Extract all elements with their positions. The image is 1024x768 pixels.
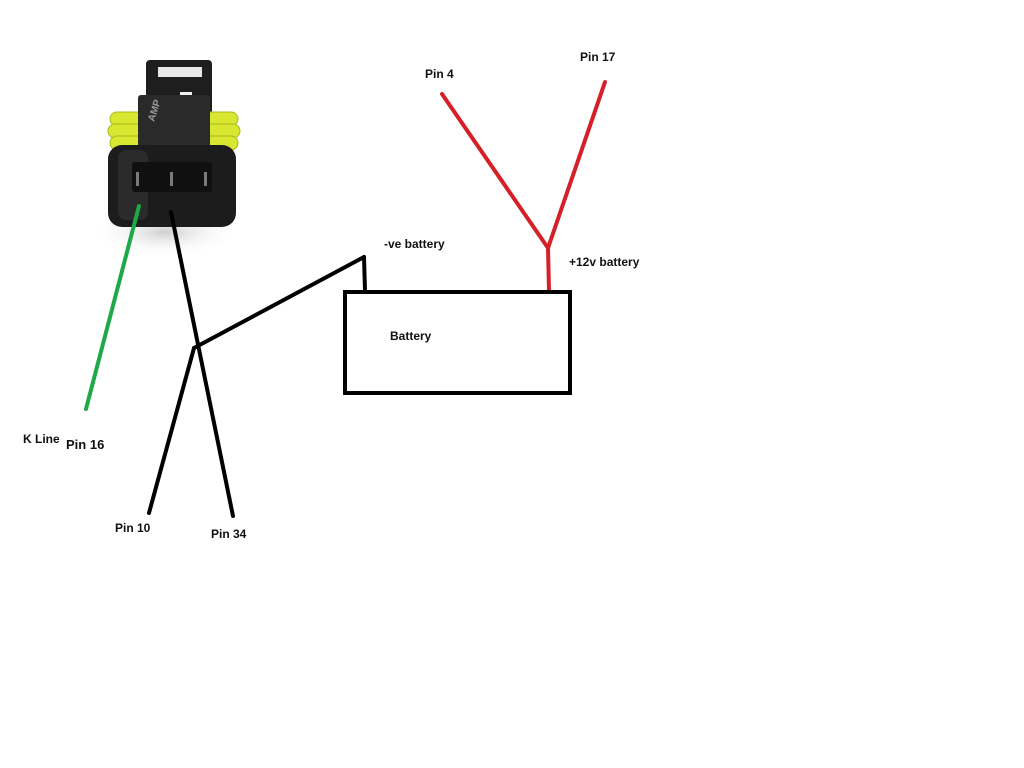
latch-body	[138, 95, 210, 150]
label-pin-10: Pin 10	[115, 521, 151, 535]
label-negative-battery: -ve battery	[384, 237, 445, 251]
battery-box	[343, 290, 572, 395]
label-k-line: K Line	[23, 432, 60, 446]
connector-pin-holes	[136, 172, 207, 186]
label-battery: Battery	[390, 329, 432, 343]
label-pin-34: Pin 34	[211, 527, 247, 541]
latch-window	[158, 67, 202, 77]
ground-wire-pin34	[169, 210, 235, 518]
label-pin-17: Pin 17	[580, 50, 616, 64]
positive-wire-pin4	[440, 92, 550, 250]
label-pin-16: Pin 16	[66, 437, 105, 452]
ground-wire-pin10	[147, 346, 196, 515]
ground-wire-to-battery	[192, 255, 366, 350]
label-pin-4: Pin 4	[425, 67, 454, 81]
positive-wire-pin17	[546, 80, 607, 250]
label-positive-battery: +12v battery	[569, 255, 640, 269]
connector-plug-image: AMP	[90, 60, 241, 257]
k-line-wire	[84, 204, 141, 411]
positive-terminal-lead	[546, 246, 551, 293]
negative-terminal-lead	[362, 255, 367, 293]
